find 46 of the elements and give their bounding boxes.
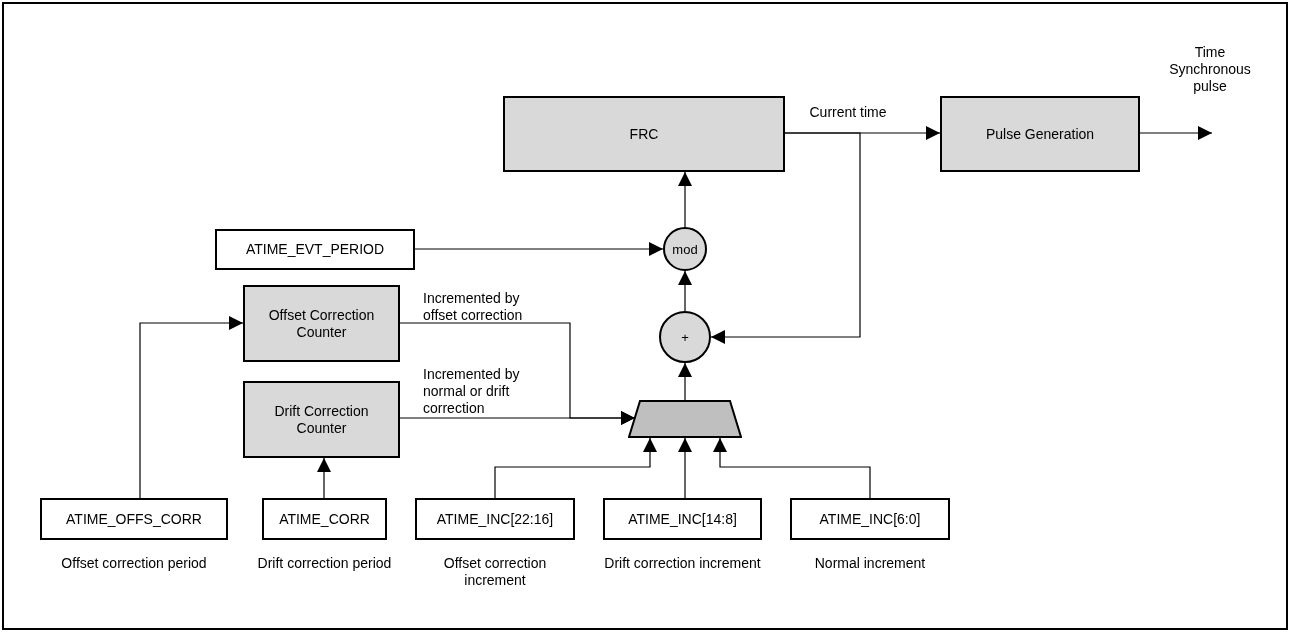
box-label: Offset Correction Counter [267,306,376,341]
caption-text: Offset correction increment [442,555,548,589]
process-box [415,498,575,540]
caption-text: Normal increment [813,555,927,572]
box-label: ATIME_INC[14:8] [627,510,738,528]
edge-label: Incremented by normal or drift correction [423,366,521,417]
process-box [215,229,415,270]
caption-text: Drift correction period [256,555,393,572]
process-box [603,498,762,540]
process-box [40,498,228,540]
operator-circle [663,227,707,271]
edge-label: Time Synchronous pulse [1168,44,1252,95]
arrow [678,437,692,499]
edge-label: Incremented by offset correction [423,290,524,324]
multiplexer-shape [628,400,742,438]
arrow [139,316,244,499]
box-label: ATIME_INC[22:16] [435,510,555,528]
arrow [710,132,861,344]
arrow [399,411,636,425]
caption-text: Offset correction period [60,555,208,572]
box-label: ATIME_CORR [278,510,371,528]
edge-label: Current time [808,104,888,121]
process-box [243,381,400,458]
box-label: ATIME_EVT_PERIOD [244,241,386,258]
arrow [713,437,871,499]
process-box [940,96,1140,172]
box-label: FRC [628,125,660,143]
process-box [262,498,387,540]
operator-label: + [680,328,690,346]
arrow [317,457,331,499]
box-label: ATIME_OFFS_CORR [65,510,203,528]
arrow [678,362,692,401]
arrow [1139,126,1213,140]
process-box [790,498,950,540]
arrow [678,270,692,312]
process-box [503,96,785,172]
arrow [678,171,692,228]
operator-circle [659,311,711,363]
operator-label: mod [671,240,699,258]
process-box [243,285,400,362]
box-label: Drift Correction Counter [273,402,370,437]
arrow [494,437,657,499]
box-label: ATIME_INC[6:0] [818,510,922,528]
box-label: Pulse Generation [984,125,1096,143]
caption-text: Drift correction increment [603,555,762,572]
arrow [414,242,664,256]
